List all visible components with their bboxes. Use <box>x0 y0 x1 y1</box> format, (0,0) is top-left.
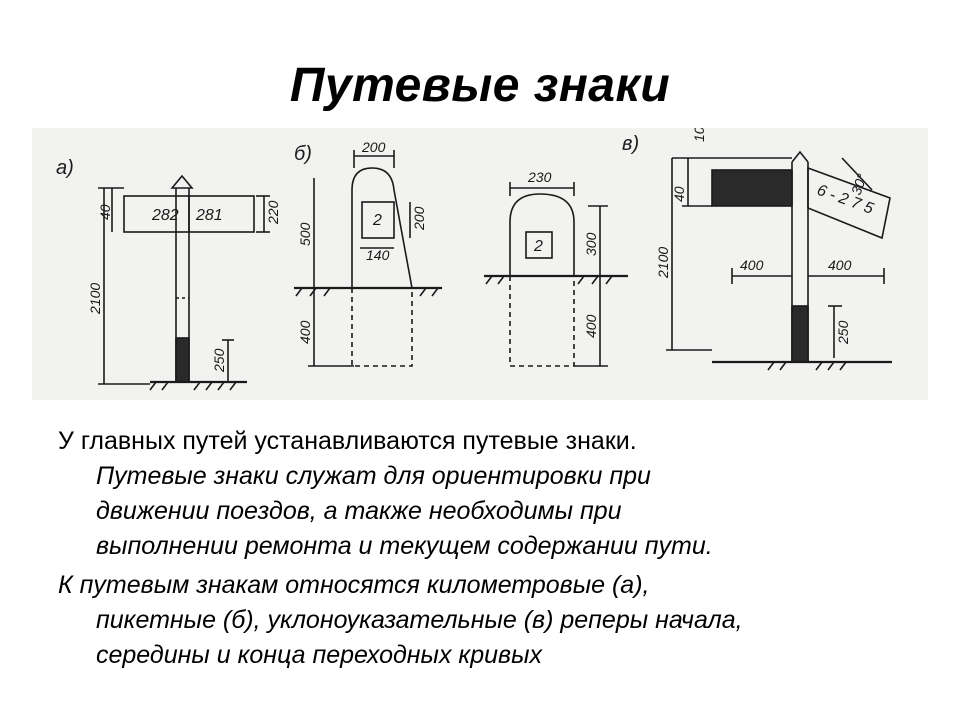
sign-c-dim-400: 400 <box>583 314 599 338</box>
paragraph-2: К путевым знакам относятся километровые … <box>58 568 928 673</box>
sign-c-plate <box>525 231 553 259</box>
sign-b-plate <box>361 201 395 239</box>
sign-d-dim-250: 250 <box>835 320 851 345</box>
sign-a-dim-250: 250 <box>211 348 227 373</box>
sign-d-left-wing <box>711 169 793 207</box>
label-a: а) <box>56 157 74 179</box>
label-v: в) <box>622 133 639 155</box>
sign-d-dim-400-left: 400 <box>740 257 764 273</box>
sign-c-post <box>509 193 575 276</box>
paragraph-2-line-1: К путевым знакам относятся километровые … <box>58 571 650 599</box>
sign-c-dim-300: 300 <box>583 232 599 256</box>
sign-b-plate-number: 2 <box>372 212 382 229</box>
sign-b-dim-400: 400 <box>297 320 313 344</box>
sign-a-km-right: 281 <box>195 207 223 224</box>
sign-d-dim-2100: 2100 <box>655 247 671 279</box>
sign-c-plate-number: 2 <box>533 238 543 255</box>
sign-a-dim-2100: 2100 <box>87 283 103 315</box>
paragraph-1-line-2: Путевые знаки служат для ориентировки пр… <box>96 462 651 490</box>
sign-d-painted-base <box>791 305 809 363</box>
sign-a-dim-220: 220 <box>265 200 281 225</box>
paragraph-1-line-1: У главных путей устанавливаются путевые … <box>58 427 637 455</box>
sign-d-dim-400-right: 400 <box>828 257 852 273</box>
sign-b-post <box>351 167 413 289</box>
sign-b-dim-140: 140 <box>366 247 390 263</box>
paragraph-1-line-4: выполнении ремонта и текущем содержании … <box>96 532 713 560</box>
sign-a-cap <box>170 174 194 189</box>
sign-d-dim-40: 40 <box>671 186 687 202</box>
paragraph-2-line-3: середины и конца переходных кривых <box>96 641 542 669</box>
sign-a-dim-40: 40 <box>97 204 113 220</box>
paragraph-1-line-3: движении поездов, а также необходимы при <box>96 497 622 525</box>
slide-title: Путевые знаки <box>289 59 671 112</box>
slide-body: У главных путей устанавливаются путевые … <box>58 424 928 677</box>
paragraph-2-line-2: пикетные (б), уклоноуказательные (в) реп… <box>96 606 743 634</box>
sign-d-cap <box>791 150 809 163</box>
sign-a-painted-base <box>175 337 190 383</box>
paragraph-1: У главных путей устанавливаются путевые … <box>58 424 928 564</box>
sign-d-dim-10: 10 <box>691 128 707 142</box>
drawing-svg: а) б) <box>32 126 928 400</box>
sign-d-right-wing <box>807 166 891 240</box>
sign-b-dim-200-side: 200 <box>411 206 427 231</box>
sign-a-km-left: 282 <box>151 207 179 224</box>
sign-d-dim-30deg: 30° <box>848 171 870 197</box>
sign-b-dim-200-top: 200 <box>361 139 386 155</box>
sign-c-dim-230: 230 <box>527 169 552 185</box>
track-signs-drawing: а) б) <box>32 126 928 400</box>
sign-b-dim-500: 500 <box>297 222 313 246</box>
label-b: б) <box>294 143 312 165</box>
